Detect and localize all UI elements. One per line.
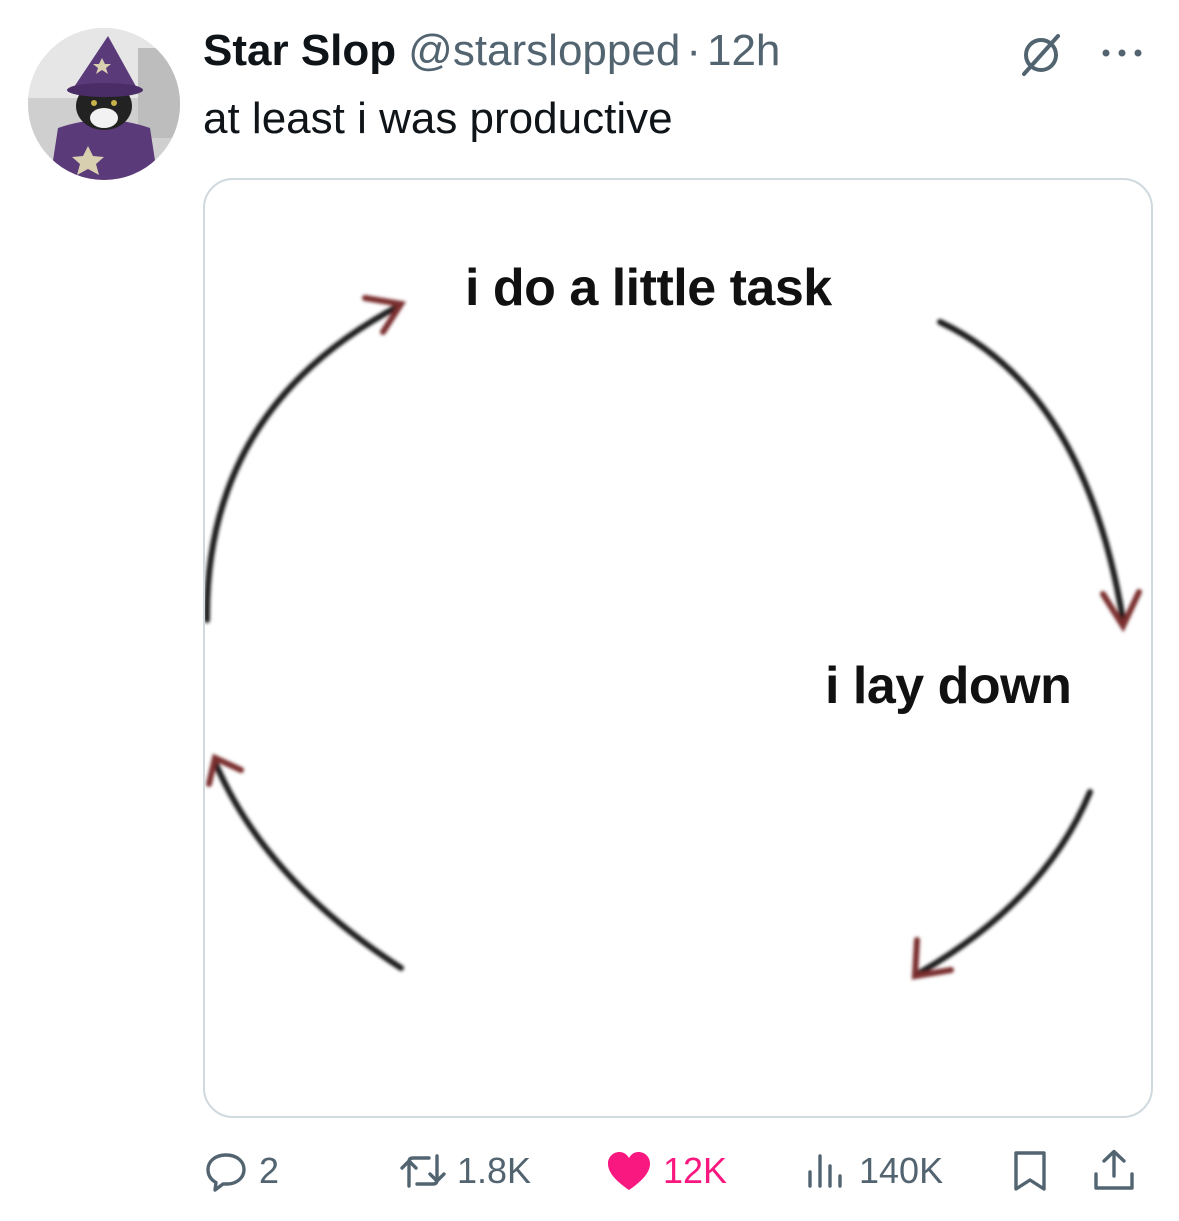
action-bar: 2 1.8K 12K 140K (203, 1138, 1149, 1204)
reply-icon (206, 1153, 246, 1192)
repost-icon (400, 1154, 446, 1188)
bookmark-button[interactable] (1007, 1138, 1053, 1204)
like-button[interactable]: 12K (605, 1138, 727, 1204)
post-header: Star Slop @starslopped · 12h (203, 26, 780, 86)
author-handle[interactable]: @starslopped (408, 26, 681, 75)
post-media[interactable]: i do a little task i lay down (203, 178, 1153, 1118)
arrow-bottom-left (212, 759, 404, 971)
more-icon[interactable] (1096, 38, 1148, 68)
author-display-name[interactable]: Star Slop (203, 26, 397, 75)
meme-image: i do a little task i lay down (205, 180, 1151, 1116)
repost-count: 1.8K (457, 1150, 532, 1191)
avatar-image (28, 28, 180, 180)
meme-label-top: i do a little task (465, 259, 832, 317)
heart-icon (608, 1152, 650, 1190)
cycle-arrows (205, 295, 1142, 980)
meme-label-right: i lay down (825, 657, 1072, 715)
arrow-bottom-right (918, 789, 1093, 975)
arrow-left-up (205, 305, 398, 623)
views-icon (808, 1154, 842, 1188)
share-icon (1094, 1149, 1134, 1190)
repost-button[interactable]: 1.8K (399, 1138, 531, 1204)
share-button[interactable] (1091, 1138, 1137, 1204)
view-count: 140K (859, 1150, 944, 1191)
separator-dot: · (686, 26, 701, 75)
bookmark-icon (1014, 1151, 1046, 1191)
views-button[interactable]: 140K (803, 1138, 943, 1204)
post-text: at least i was productive (203, 94, 673, 143)
reply-button[interactable]: 2 (203, 1138, 279, 1204)
like-count: 12K (663, 1150, 728, 1191)
post-time[interactable]: 12h (706, 26, 781, 75)
avatar[interactable] (28, 28, 180, 180)
arrow-right-down (937, 319, 1126, 623)
grok-icon[interactable] (1016, 30, 1066, 80)
reply-count: 2 (259, 1150, 280, 1191)
